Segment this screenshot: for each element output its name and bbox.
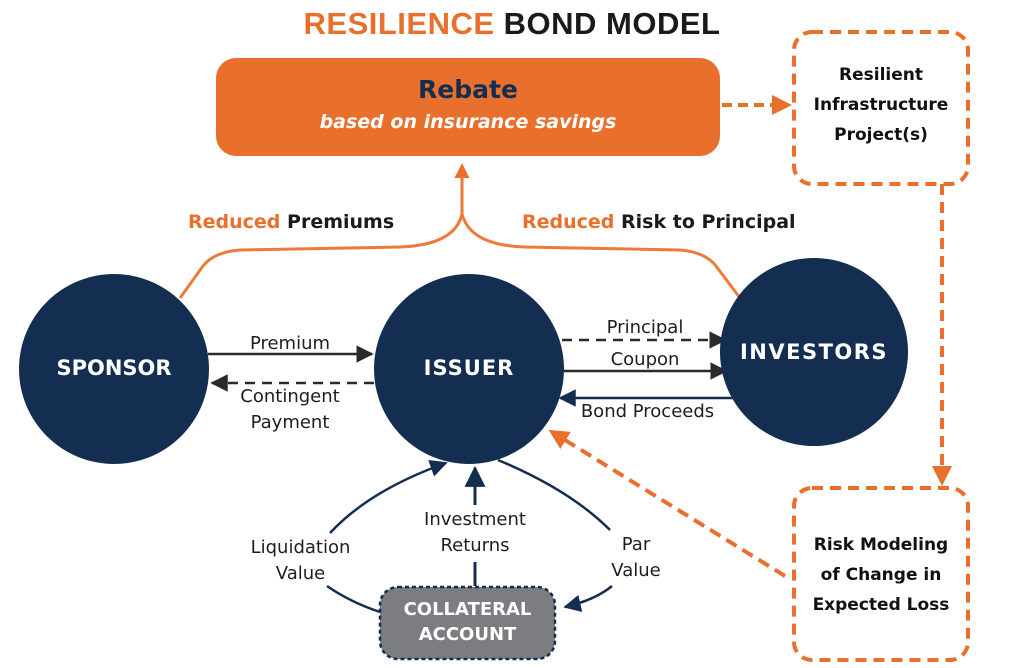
rebate-subtitle: based on insurance savings bbox=[319, 111, 617, 133]
reduced-risk-label: Reduced Risk to Principal bbox=[522, 211, 796, 233]
liquidation-line-2: Value bbox=[275, 563, 326, 584]
brace-right-curve bbox=[460, 213, 742, 299]
risk-modeling-box bbox=[792, 486, 970, 662]
liquidation-value-label: Liquidation Value bbox=[228, 535, 373, 587]
liquidation-value-curve-upper bbox=[329, 460, 448, 534]
par-line-1: Par bbox=[621, 534, 651, 555]
rebate-title: Rebate bbox=[418, 75, 518, 104]
principal-label: Principal bbox=[606, 317, 684, 338]
infrastructure-line-2: Infrastructure bbox=[813, 95, 949, 115]
bond-proceeds-label: Bond Proceeds bbox=[580, 401, 715, 422]
contingent-payment-label: Contingent Payment bbox=[210, 384, 370, 436]
risk-to-issuer-arrow bbox=[548, 429, 787, 578]
collateral-account-label: COLLATERAL ACCOUNT bbox=[380, 597, 555, 647]
liquidation-value-curve-lower bbox=[326, 584, 381, 614]
par-value-curve-lower bbox=[563, 585, 613, 612]
par-line-2: Value bbox=[611, 560, 661, 581]
infrastructure-line-1: Resilient bbox=[839, 65, 923, 85]
coupon-label: Coupon bbox=[610, 349, 680, 370]
contingent-line-2: Payment bbox=[250, 412, 330, 433]
liquidation-line-1: Liquidation bbox=[250, 537, 351, 558]
sponsor-label: SPONSOR bbox=[56, 356, 172, 380]
title-highlight: RESILIENCE bbox=[303, 6, 495, 41]
par-value-curve-upper bbox=[497, 458, 611, 531]
premium-label: Premium bbox=[249, 333, 331, 354]
risk-line-3: Expected Loss bbox=[812, 595, 950, 615]
contingent-line-1: Contingent bbox=[240, 386, 340, 407]
issuer-label: ISSUER bbox=[423, 356, 515, 380]
risk-modeling-box-text: Risk Modeling of Change in Expected Loss bbox=[794, 530, 968, 620]
infrastructure-line-3: Project(s) bbox=[834, 125, 928, 145]
investment-line-1: Investment bbox=[424, 509, 526, 530]
reduced-premiums-rest: Premiums bbox=[287, 211, 395, 233]
collateral-account-box bbox=[378, 585, 557, 661]
investors-label: INVESTORS bbox=[739, 340, 889, 364]
page-title: RESILIENCE BOND MODEL bbox=[0, 6, 1024, 42]
rebate-box bbox=[216, 58, 720, 156]
infrastructure-box-text: Resilient Infrastructure Project(s) bbox=[794, 60, 968, 150]
investors-node bbox=[720, 258, 908, 446]
infrastructure-box bbox=[792, 30, 970, 186]
investment-returns-label: Investment Returns bbox=[400, 507, 550, 559]
reduced-premiums-highlight: Reduced bbox=[188, 211, 281, 233]
brace-left-curve bbox=[178, 213, 464, 299]
collateral-line-1: COLLATERAL bbox=[403, 599, 532, 620]
issuer-node bbox=[374, 274, 564, 464]
reduced-risk-rest: Risk to Principal bbox=[621, 211, 796, 233]
risk-line-1: Risk Modeling bbox=[813, 535, 949, 555]
risk-line-2: of Change in bbox=[820, 565, 942, 585]
reduced-risk-highlight: Reduced bbox=[522, 211, 615, 233]
investment-line-2: Returns bbox=[440, 535, 510, 556]
title-rest: BOND MODEL bbox=[503, 6, 721, 41]
reduced-premiums-label: Reduced Premiums bbox=[188, 211, 394, 233]
collateral-line-2: ACCOUNT bbox=[418, 624, 517, 645]
par-value-label: Par Value bbox=[596, 532, 676, 584]
sponsor-node bbox=[19, 274, 209, 464]
